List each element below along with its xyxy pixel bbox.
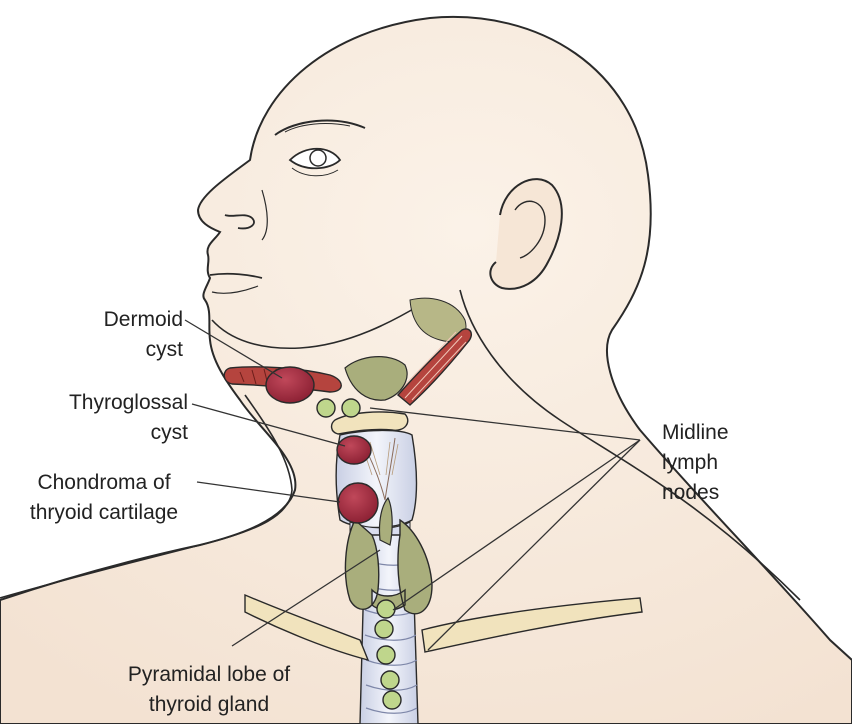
midline-lymph-nodes-label: Midline lymph nodes [662, 418, 782, 508]
pyramidal-lobe-label: Pyramidal lobe of thyroid gland [104, 660, 314, 720]
chondroma-label-line1: Chondroma of [8, 468, 200, 498]
pyramidal-label-line2: thyroid gland [104, 690, 314, 720]
midline-label-line1: Midline [662, 418, 782, 448]
dermoid-cyst-label-line2: cyst [60, 335, 183, 365]
thyroglossal-cyst-label: Thyroglossal cyst [28, 388, 188, 448]
thyroglossal-cyst [337, 436, 371, 464]
dermoid-cyst-label: Dermoid cyst [60, 305, 183, 365]
thyroid-cartilage-chondroma [338, 483, 378, 523]
chondroma-label: Chondroma of thryoid cartilage [8, 468, 200, 528]
midline-label-line2: lymph [662, 448, 782, 478]
dermoid-cyst-label-line1: Dermoid [60, 305, 183, 335]
thyroglossal-cyst-label-line1: Thyroglossal [28, 388, 188, 418]
thyroglossal-cyst-label-line2: cyst [28, 418, 188, 448]
midline-label-line3: nodes [662, 478, 782, 508]
chondroma-label-line2: thryoid cartilage [8, 498, 200, 528]
pyramidal-label-line1: Pyramidal lobe of [104, 660, 314, 690]
